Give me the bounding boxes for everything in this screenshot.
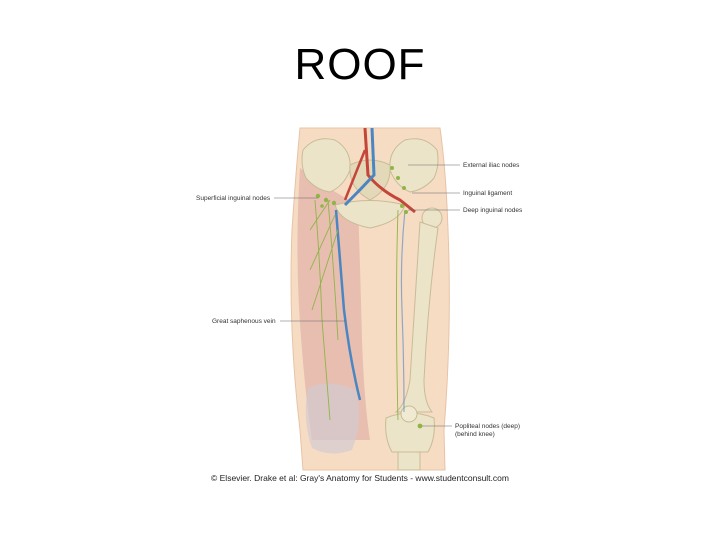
- femoral-vein-line: [400, 209, 406, 413]
- lymph-node-cluster-superficial: [315, 193, 337, 208]
- vena-cava: [343, 127, 376, 207]
- aorta-artery: [363, 127, 416, 214]
- lymph-node-cluster-iliac: [390, 166, 406, 190]
- label-popliteal-nodes: Popliteal nodes (deep): [455, 423, 520, 430]
- patella: [400, 405, 418, 423]
- label-great-saphenous-vein: Great saphenous vein: [212, 318, 276, 325]
- slide-title: ROOF: [294, 40, 426, 89]
- great-saphenous-vein-line: [334, 209, 362, 401]
- pelvis-left: [301, 138, 351, 193]
- femur: [394, 221, 439, 413]
- pelvis-right: [389, 138, 439, 193]
- label-inguinal-ligament: Inguinal ligament: [463, 190, 512, 197]
- label-popliteal-nodes-sub: (behind knee): [455, 431, 495, 438]
- lymph-vessels-superficial: [309, 199, 339, 421]
- label-deep-inguinal-nodes: Deep inguinal nodes: [463, 207, 523, 214]
- label-superficial-inguinal-nodes: Superficial inguinal nodes: [196, 195, 271, 202]
- popliteal-node: [417, 423, 423, 429]
- label-external-iliac-nodes: External iliac nodes: [463, 162, 520, 169]
- iliac-artery-left: [343, 149, 367, 201]
- lymph-node-cluster-deep: [400, 204, 408, 214]
- tibia-shaft: [397, 451, 421, 471]
- figure-credit: © Elsevier. Drake et al: Gray's Anatomy …: [211, 473, 509, 483]
- thigh-muscle: [297, 168, 370, 440]
- knee-region: [305, 383, 360, 454]
- pubic-symphysis: [334, 200, 406, 229]
- lymph-vessel-deep: [396, 209, 399, 421]
